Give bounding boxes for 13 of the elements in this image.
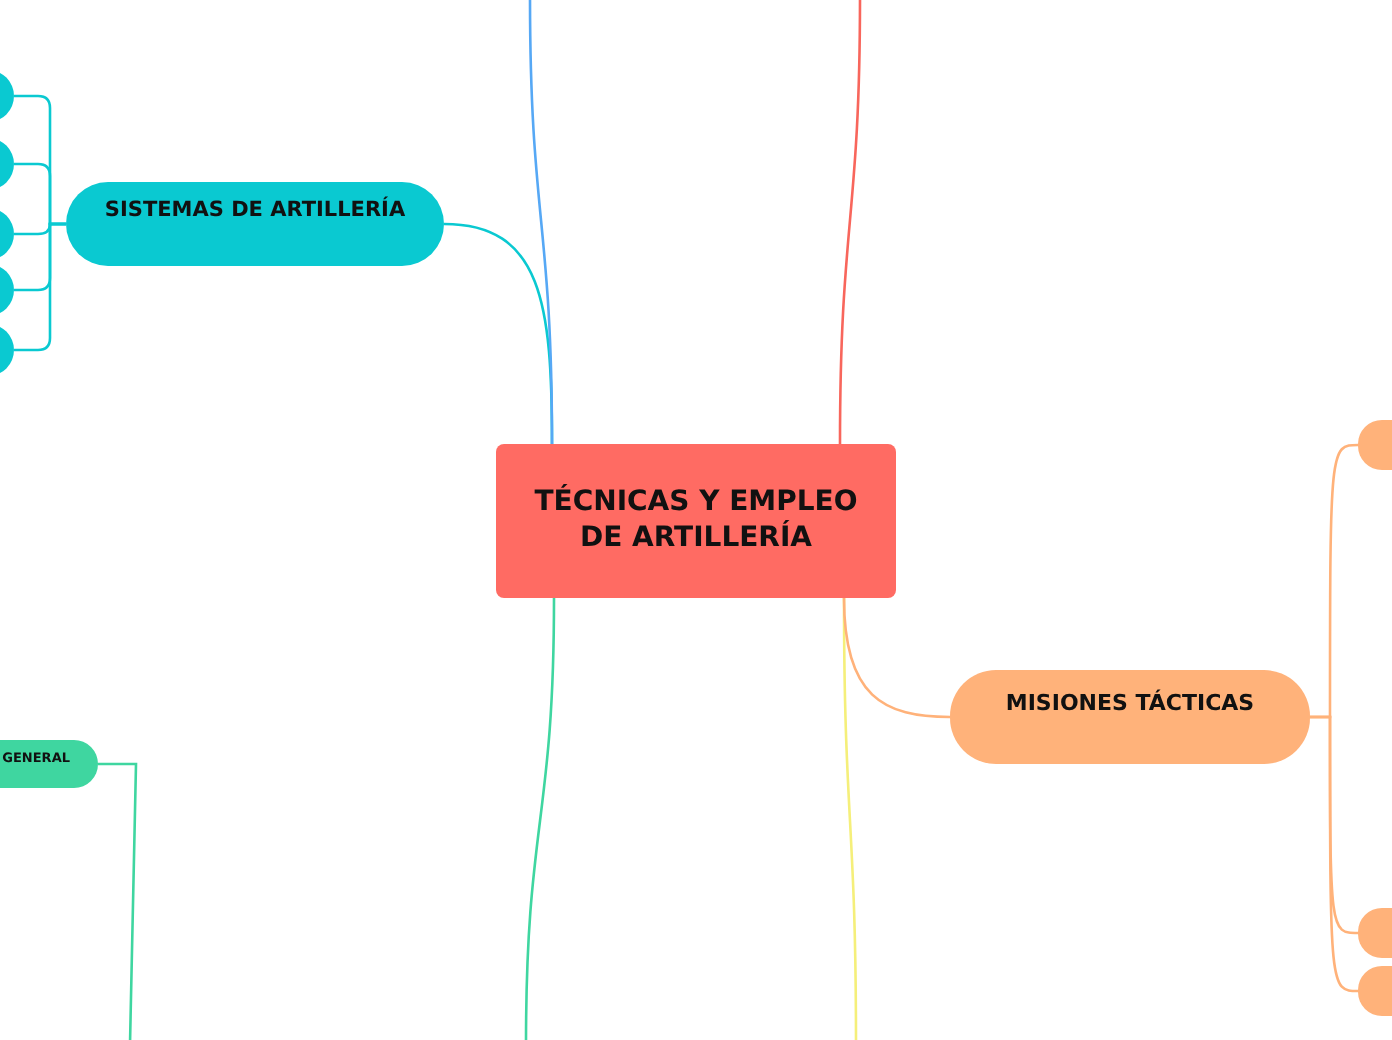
connector-line	[528, 0, 554, 444]
topic-pill	[950, 670, 1310, 764]
connector-line	[842, 597, 951, 719]
connector-line	[838, 0, 862, 444]
connector-line	[524, 598, 556, 1040]
topic-text: MISIONES TÁCTICAS	[1005, 689, 1255, 717]
connector-line	[98, 762, 138, 1040]
topic-text: TÉCNICAS Y EMPLEO DE ARTILLERÍA	[532, 486, 860, 556]
topic-text: SISTEMAS DE ARTILLERÍA	[104, 198, 406, 226]
central-topic-box	[496, 444, 896, 598]
topic-pill	[66, 182, 444, 266]
topic-pill	[0, 740, 98, 788]
connector-line	[14, 222, 66, 352]
